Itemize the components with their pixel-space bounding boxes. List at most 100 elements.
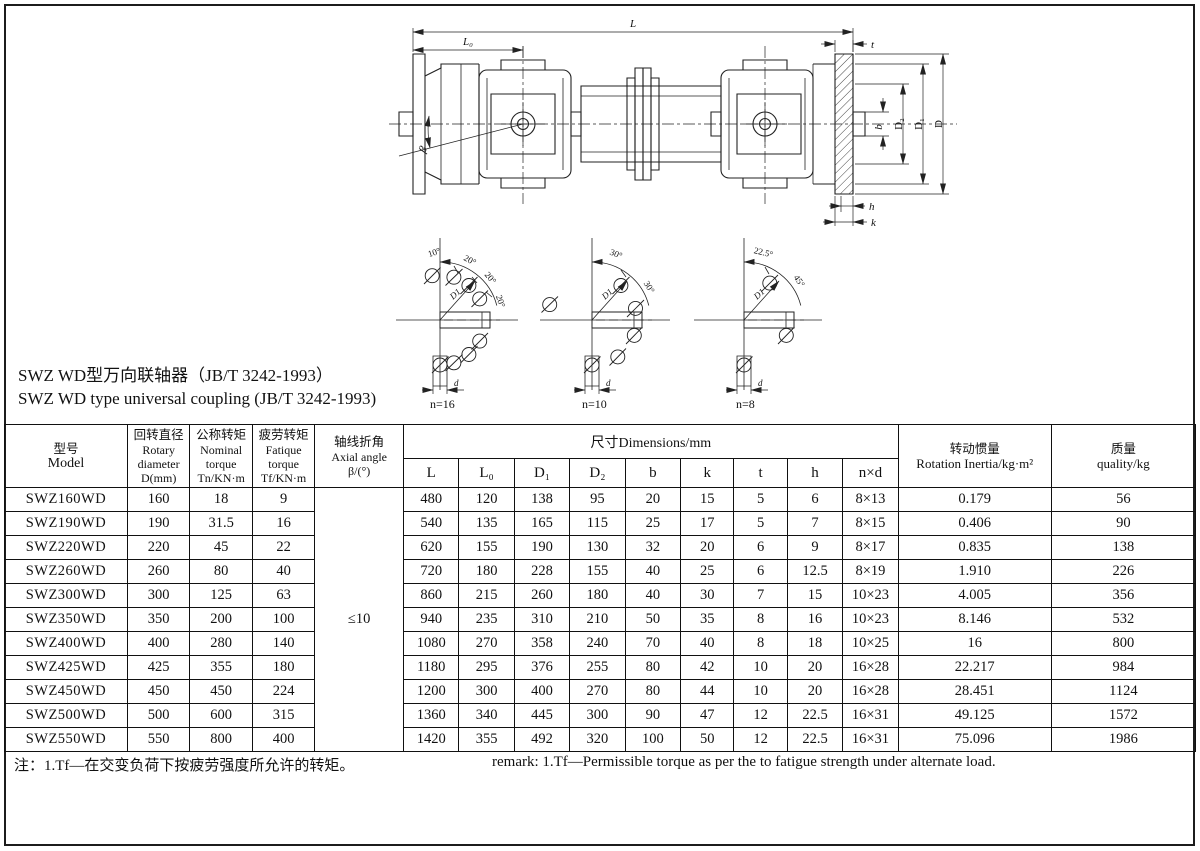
value-cell: 295 bbox=[458, 655, 515, 680]
header-dim-nxd: n×d bbox=[842, 458, 899, 488]
model-cell: SWZ450WD bbox=[4, 679, 128, 704]
n-count-label: n=16 bbox=[430, 397, 455, 411]
value-cell: 355 bbox=[458, 727, 515, 752]
model-cell: SWZ220WD bbox=[4, 535, 128, 560]
bolt-diagram-n10 bbox=[540, 238, 670, 394]
value-cell: 135 bbox=[458, 511, 515, 536]
model-cell: SWZ350WD bbox=[4, 607, 128, 632]
value-cell: 9 bbox=[786, 535, 844, 560]
value-cell: 15 bbox=[786, 583, 844, 608]
value-cell: 12 bbox=[733, 703, 788, 728]
table-header-row-2: L L₀ D₁ D₂ b k t h n×d bbox=[5, 458, 1196, 488]
header-quality: 质量 quality/kg bbox=[1050, 424, 1197, 488]
value-cell: 100 bbox=[624, 727, 682, 752]
value-cell: 20 bbox=[624, 487, 682, 512]
value-cell: 450 bbox=[126, 679, 191, 704]
angle-label: 20° bbox=[483, 270, 499, 286]
hole-label-d: d bbox=[758, 378, 763, 388]
header-dimensions-group: 尺寸Dimensions/mm bbox=[402, 424, 899, 459]
value-cell: 350 bbox=[126, 607, 191, 632]
header-dim-k: k bbox=[680, 458, 735, 488]
header-line: 轴线折角 bbox=[334, 434, 385, 449]
coupling-side-view-drawing: L L₀ t b D₂ D₁ D h k β bbox=[383, 18, 963, 229]
angle-label: 30° bbox=[608, 247, 624, 261]
n-count-label: n=10 bbox=[582, 397, 607, 411]
value-cell: 210 bbox=[569, 607, 626, 632]
value-cell: 8×13 bbox=[842, 487, 899, 512]
hole-label-d: d bbox=[606, 378, 611, 388]
value-cell: 8×17 bbox=[842, 535, 899, 560]
n-count-label: n=8 bbox=[736, 397, 755, 411]
header-fatigue-torque: 疲劳转矩 Fatique torque Tf/KN·m bbox=[251, 424, 316, 488]
header-line: Tf/KN·m bbox=[260, 470, 307, 485]
value-cell: 1.910 bbox=[897, 559, 1052, 584]
value-cell: 56 bbox=[1050, 487, 1197, 512]
value-cell: 80 bbox=[624, 655, 682, 680]
note-zh: 注：1.Tf—在交变负荷下按疲劳强度所允许的转矩。 bbox=[14, 758, 355, 774]
bolt-pattern-diagrams: 10° 20° 20° 20° D1 d n=16 bbox=[388, 228, 828, 411]
header-line: Fatique bbox=[265, 442, 302, 457]
value-cell: 1360 bbox=[402, 703, 460, 728]
axial-angle-value-cell: ≤10 bbox=[314, 487, 404, 752]
page-title-zh: SWZ WD型万向联轴器（JB/T 3242-1993） bbox=[18, 366, 333, 385]
header-nominal-torque: 公称转矩 Nominal torque Tn/KN·m bbox=[189, 424, 253, 488]
value-cell: 8×15 bbox=[842, 511, 899, 536]
header-line: Axial angle bbox=[331, 449, 387, 464]
header-line: torque bbox=[205, 456, 237, 471]
dim-label-D: D bbox=[933, 120, 945, 128]
value-cell: 720 bbox=[402, 559, 460, 584]
value-cell: 310 bbox=[513, 607, 571, 632]
value-cell: 50 bbox=[624, 607, 682, 632]
value-cell: 860 bbox=[402, 583, 460, 608]
value-cell: 8 bbox=[733, 607, 788, 632]
value-cell: 8×19 bbox=[842, 559, 899, 584]
value-cell: 50 bbox=[680, 727, 735, 752]
value-cell: 18 bbox=[786, 631, 844, 656]
value-cell: 180 bbox=[458, 559, 515, 584]
value-cell: 358 bbox=[513, 631, 571, 656]
radius-label-D1: D1 bbox=[599, 287, 615, 302]
value-cell: 100 bbox=[251, 607, 316, 632]
value-cell: 260 bbox=[126, 559, 191, 584]
value-cell: 25 bbox=[624, 511, 682, 536]
value-cell: 17 bbox=[680, 511, 735, 536]
dim-label-L0: L₀ bbox=[462, 36, 473, 48]
value-cell: 984 bbox=[1050, 655, 1197, 680]
spec-table: 型号 Model 回转直径 Rotary diameter D(mm) 公称转矩… bbox=[4, 424, 1197, 752]
value-cell: 7 bbox=[733, 583, 788, 608]
value-cell: 300 bbox=[458, 679, 515, 704]
value-cell: 1200 bbox=[402, 679, 460, 704]
value-cell: 600 bbox=[189, 703, 253, 728]
bolt-diagram-n16 bbox=[396, 238, 518, 394]
value-cell: 47 bbox=[680, 703, 735, 728]
value-cell: 340 bbox=[458, 703, 515, 728]
value-cell: 500 bbox=[126, 703, 191, 728]
value-cell: 165 bbox=[513, 511, 571, 536]
header-line: torque bbox=[268, 456, 299, 471]
header-line: D(mm) bbox=[140, 470, 177, 485]
value-cell: 180 bbox=[251, 655, 316, 680]
value-cell: 40 bbox=[251, 559, 316, 584]
value-cell: 28.451 bbox=[897, 679, 1052, 704]
value-cell: 7 bbox=[786, 511, 844, 536]
value-cell: 355 bbox=[189, 655, 253, 680]
value-cell: 6 bbox=[733, 535, 788, 560]
value-cell: 80 bbox=[624, 679, 682, 704]
value-cell: 16×28 bbox=[842, 679, 899, 704]
value-cell: 10×23 bbox=[842, 607, 899, 632]
value-cell: 280 bbox=[189, 631, 253, 656]
header-dim-L0: L₀ bbox=[458, 458, 515, 488]
bolt-diagram-n8 bbox=[694, 238, 822, 394]
value-cell: 315 bbox=[251, 703, 316, 728]
header-line: Rotary bbox=[142, 442, 175, 457]
value-cell: 260 bbox=[513, 583, 571, 608]
value-cell: 5 bbox=[733, 511, 788, 536]
value-cell: 320 bbox=[569, 727, 626, 752]
value-cell: 45 bbox=[189, 535, 253, 560]
